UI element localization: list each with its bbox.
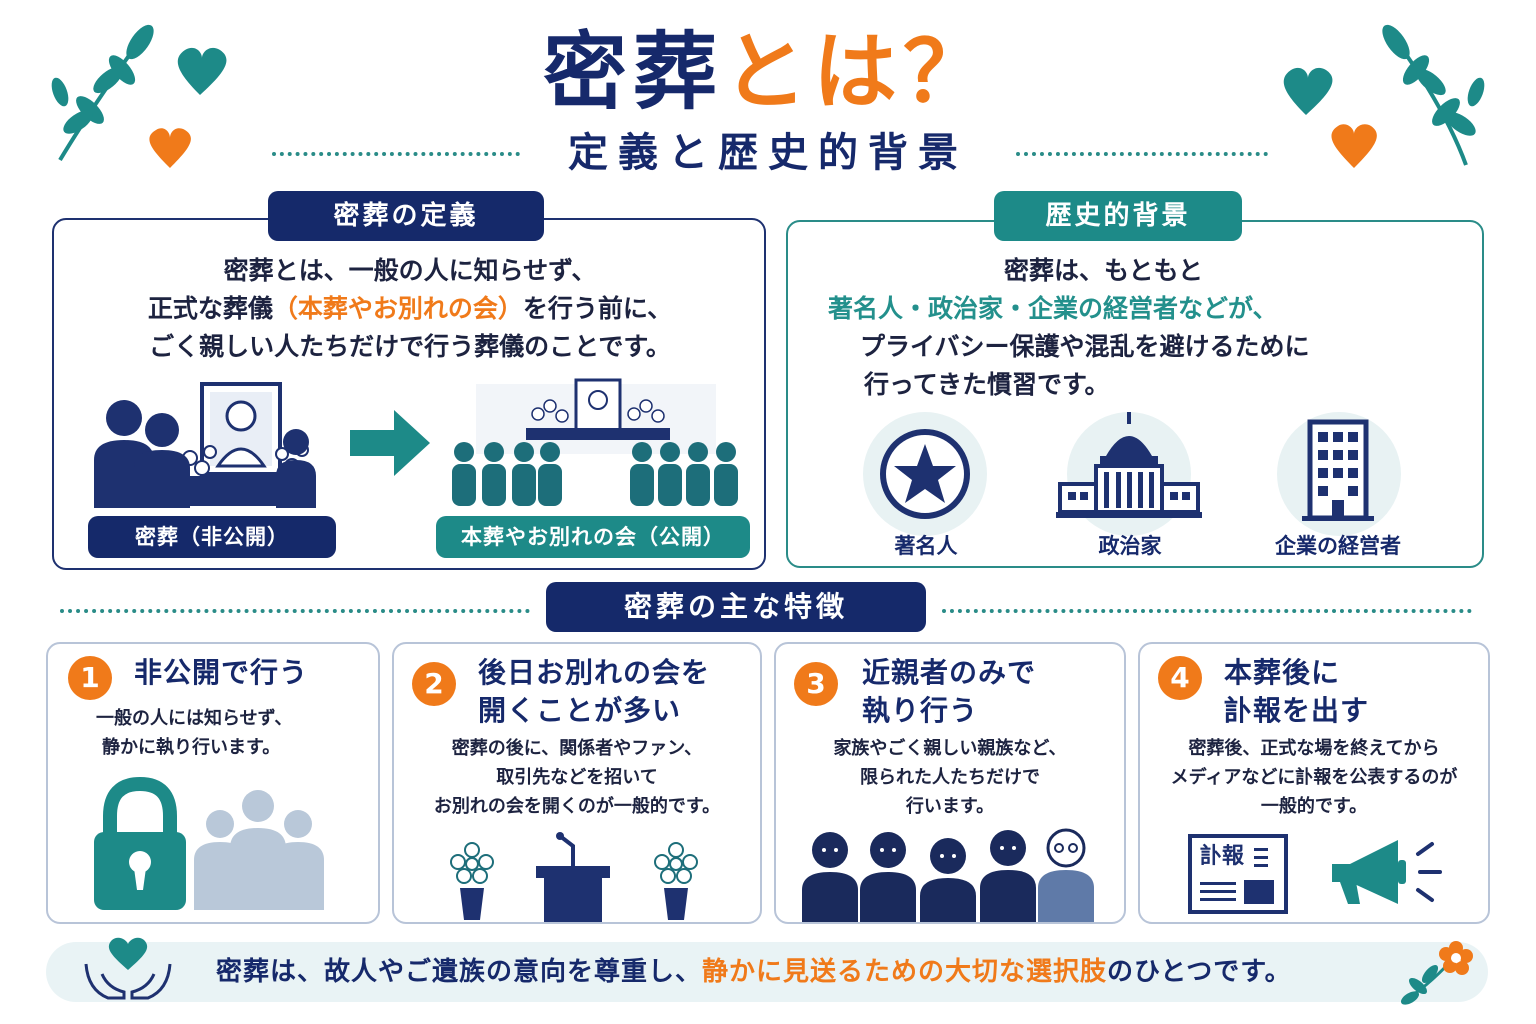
history-line2: 著名人・政治家・企業の経営者などが、: [828, 294, 1278, 323]
arrow-right-icon: [350, 410, 430, 476]
footer-highlight: 静かに見送るための大切な選択肢: [702, 957, 1108, 987]
feature-body-3: 家族やごく親しい親族など、 限られた人たちだけで 行います。: [778, 734, 1122, 821]
footer-message: 密葬は、故人やご遺族の意向を尊重し、静かに見送るための大切な選択肢のひとつです。: [216, 952, 1292, 992]
history-line1: 密葬は、もともと: [1004, 256, 1204, 285]
flower-branch-icon: [1400, 941, 1473, 1005]
footer-part3: のひとつです。: [1107, 957, 1292, 987]
history-line4: 行ってきた慣習です。: [864, 370, 1110, 399]
feature-title-1: 非公開で行う: [134, 656, 309, 689]
private-funeral-illustration: [94, 382, 316, 508]
feature-body-2-line2: 取引先などを招いて: [496, 767, 658, 788]
feature-body-1-line2: 静かに執り行います。: [102, 737, 281, 758]
feature-body-3-line2: 限られた人たちだけで: [860, 767, 1040, 788]
feature-body-3-line3: 行います。: [905, 796, 995, 817]
history-text: 密葬は、もともと 著名人・政治家・企業の経営者などが、 プライバシー保護や混乱を…: [828, 252, 1430, 404]
newspaper-heading: 訃報: [1200, 844, 1245, 869]
definition-line2-a: 正式な葬儀: [147, 294, 273, 323]
definition-tag: 密葬の定義: [268, 191, 544, 241]
feature-body-1-line1: 一般の人には知らせず、: [96, 708, 293, 729]
definition-line1: 密葬とは、一般の人に知らせず、: [223, 256, 597, 285]
public-funeral-illustration: [452, 378, 738, 506]
footer-part1: 密葬は、故人やご遺族の意向を尊重し、: [216, 957, 703, 987]
feature-body-2-line1: 密葬の後に、関係者やファン、: [451, 738, 703, 759]
features-tag: 密葬の主な特徴: [546, 582, 926, 632]
feature-number-2: 2: [412, 662, 456, 706]
definition-line3: ごく親しい人たちだけで行う葬儀のことです。: [149, 332, 671, 361]
definition-line2: 正式な葬儀（本葬やお別れの会）を行う前に、: [60, 290, 760, 328]
capitol-building-icon: [1056, 412, 1202, 536]
feature-number-3: 3: [794, 662, 838, 706]
features-divider-left: [60, 609, 530, 613]
private-funeral-label: 密葬（非公開）: [88, 516, 336, 558]
feature-number-4: 4: [1158, 656, 1202, 700]
megaphone-icon: [1332, 840, 1442, 904]
definition-line2-highlight: （本葬やお別れの会）: [272, 294, 523, 323]
office-building-icon: [1277, 412, 1401, 536]
family-members-illustration: [802, 828, 1094, 922]
public-funeral-label: 本葬やお別れの会（公開）: [436, 516, 750, 558]
politician-label: 政治家: [1098, 534, 1162, 558]
feature-title-3: 近親者のみで 執り行う: [862, 654, 1036, 730]
features-divider-right: [942, 609, 1472, 613]
podium-flowers-illustration: [450, 832, 698, 922]
celebrity-label: 著名人: [894, 534, 958, 558]
feature-body-2: 密葬の後に、関係者やファン、 取引先などを招いて お別れの会を開くのが一般的です…: [396, 734, 758, 821]
feature-body-3-line1: 家族やごく親しい親族など、: [833, 738, 1067, 759]
subtitle-divider-right: [1016, 152, 1268, 156]
history-line3: プライバシー保護や混乱を避けるために: [860, 332, 1310, 361]
feature-body-4-line2: メディアなどに訃報を公表するのが: [1170, 767, 1458, 788]
page-title: 密葬とは？: [0, 22, 1536, 122]
definition-text: 密葬とは、一般の人に知らせず、 正式な葬儀（本葬やお別れの会）を行う前に、 ごく…: [60, 252, 760, 366]
feature-title-4-line2: 訃報を出す: [1224, 694, 1370, 727]
page-subtitle: 定義と歴史的背景: [568, 130, 968, 176]
footer-banner: [46, 942, 1488, 1002]
feature-body-4-line1: 密葬後、正式な場を終えてから: [1188, 738, 1440, 759]
title-part1: 密葬: [542, 23, 723, 121]
executive-label: 企業の経営者: [1275, 534, 1401, 558]
feature-title-2-line2: 開くことが多い: [478, 694, 682, 727]
definition-line2-c: を行う前に、: [522, 294, 673, 323]
star-icon: [863, 412, 987, 536]
feature-title-4: 本葬後に 訃報を出す: [1224, 654, 1369, 730]
feature-title-3-line2: 執り行う: [862, 694, 979, 727]
newspaper-icon: 訃報: [1188, 834, 1288, 914]
feature-title-3-line1: 近親者のみで: [862, 656, 1037, 689]
feature-body-1: 一般の人には知らせず、 静かに執り行います。: [52, 704, 352, 762]
feature-body-4: 密葬後、正式な場を終えてから メディアなどに訃報を公表するのが 一般的です。: [1142, 734, 1486, 821]
leaf-heart-decoration-left: [51, 24, 227, 168]
title-part2: とは？: [723, 23, 994, 121]
hands-heart-icon: [84, 937, 172, 1000]
feature-title-2-line1: 後日お別れの会を: [478, 656, 711, 689]
feature-title-4-line1: 本葬後に: [1224, 656, 1341, 689]
history-tag: 歴史的背景: [994, 191, 1242, 241]
feature-body-4-line3: 一般的です。: [1260, 796, 1368, 817]
subtitle-divider-left: [272, 152, 520, 156]
feature-body-2-line3: お別れの会を開くのが一般的です。: [433, 796, 721, 817]
feature-number-1: 1: [68, 656, 112, 700]
lock-people-illustration: [94, 776, 324, 910]
feature-title-2: 後日お別れの会を 開くことが多い: [478, 654, 710, 730]
leaf-heart-decoration-right: [1283, 24, 1485, 168]
